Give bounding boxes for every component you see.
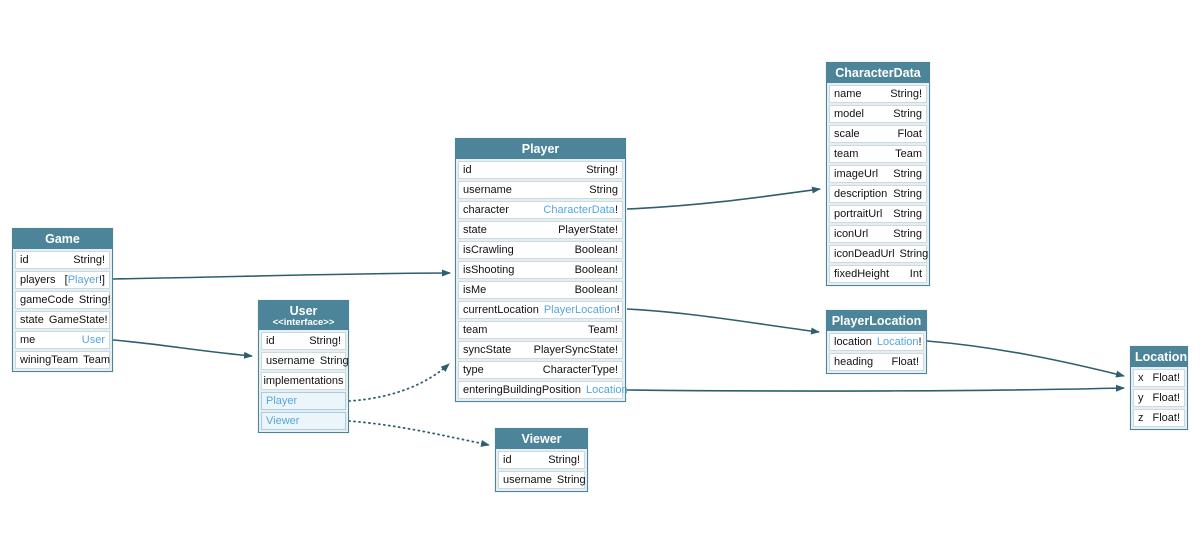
type-stereotype: <<interface>>	[272, 317, 335, 328]
implementation-row-player[interactable]: Player	[261, 392, 346, 410]
edge-user-viewer-implementation	[348, 420, 490, 447]
type-card-user-header[interactable]: User <<interface>>	[259, 301, 348, 330]
edge-game-players-to-player	[112, 269, 451, 280]
type-card-characterdata-header[interactable]: CharacterData	[827, 63, 929, 83]
type-card-player-header[interactable]: Player	[456, 139, 625, 159]
type-card-playerlocation-header[interactable]: PlayerLocation	[827, 311, 926, 331]
edge-user-player-implementation	[348, 363, 450, 402]
edge-player-currentlocation-to-playerlocation	[626, 308, 820, 335]
type-title: CharacterData	[835, 66, 921, 80]
edge-playerlocation-location-to-location	[926, 340, 1125, 378]
type-title: Location	[1135, 350, 1188, 364]
implementation-row-viewer[interactable]: Viewer	[261, 412, 346, 430]
edge-player-character-to-characterdata	[626, 186, 821, 210]
type-card-game-header[interactable]: Game	[13, 229, 112, 249]
type-title: PlayerLocation	[831, 314, 922, 328]
type-title: Viewer	[521, 432, 562, 446]
edge-player-enteringbuildingposition-to-location	[626, 384, 1125, 392]
edge-game-me-to-user	[112, 339, 253, 359]
type-card-viewer-header[interactable]: Viewer	[496, 429, 587, 449]
type-title: User	[289, 304, 318, 318]
type-title: Player	[521, 142, 560, 156]
implementations-label-row: implementations	[261, 372, 346, 390]
type-title: Game	[45, 232, 80, 246]
type-card-location-header[interactable]: Location	[1131, 347, 1187, 367]
field-row-game-players[interactable]: players[Player!]	[15, 271, 110, 289]
